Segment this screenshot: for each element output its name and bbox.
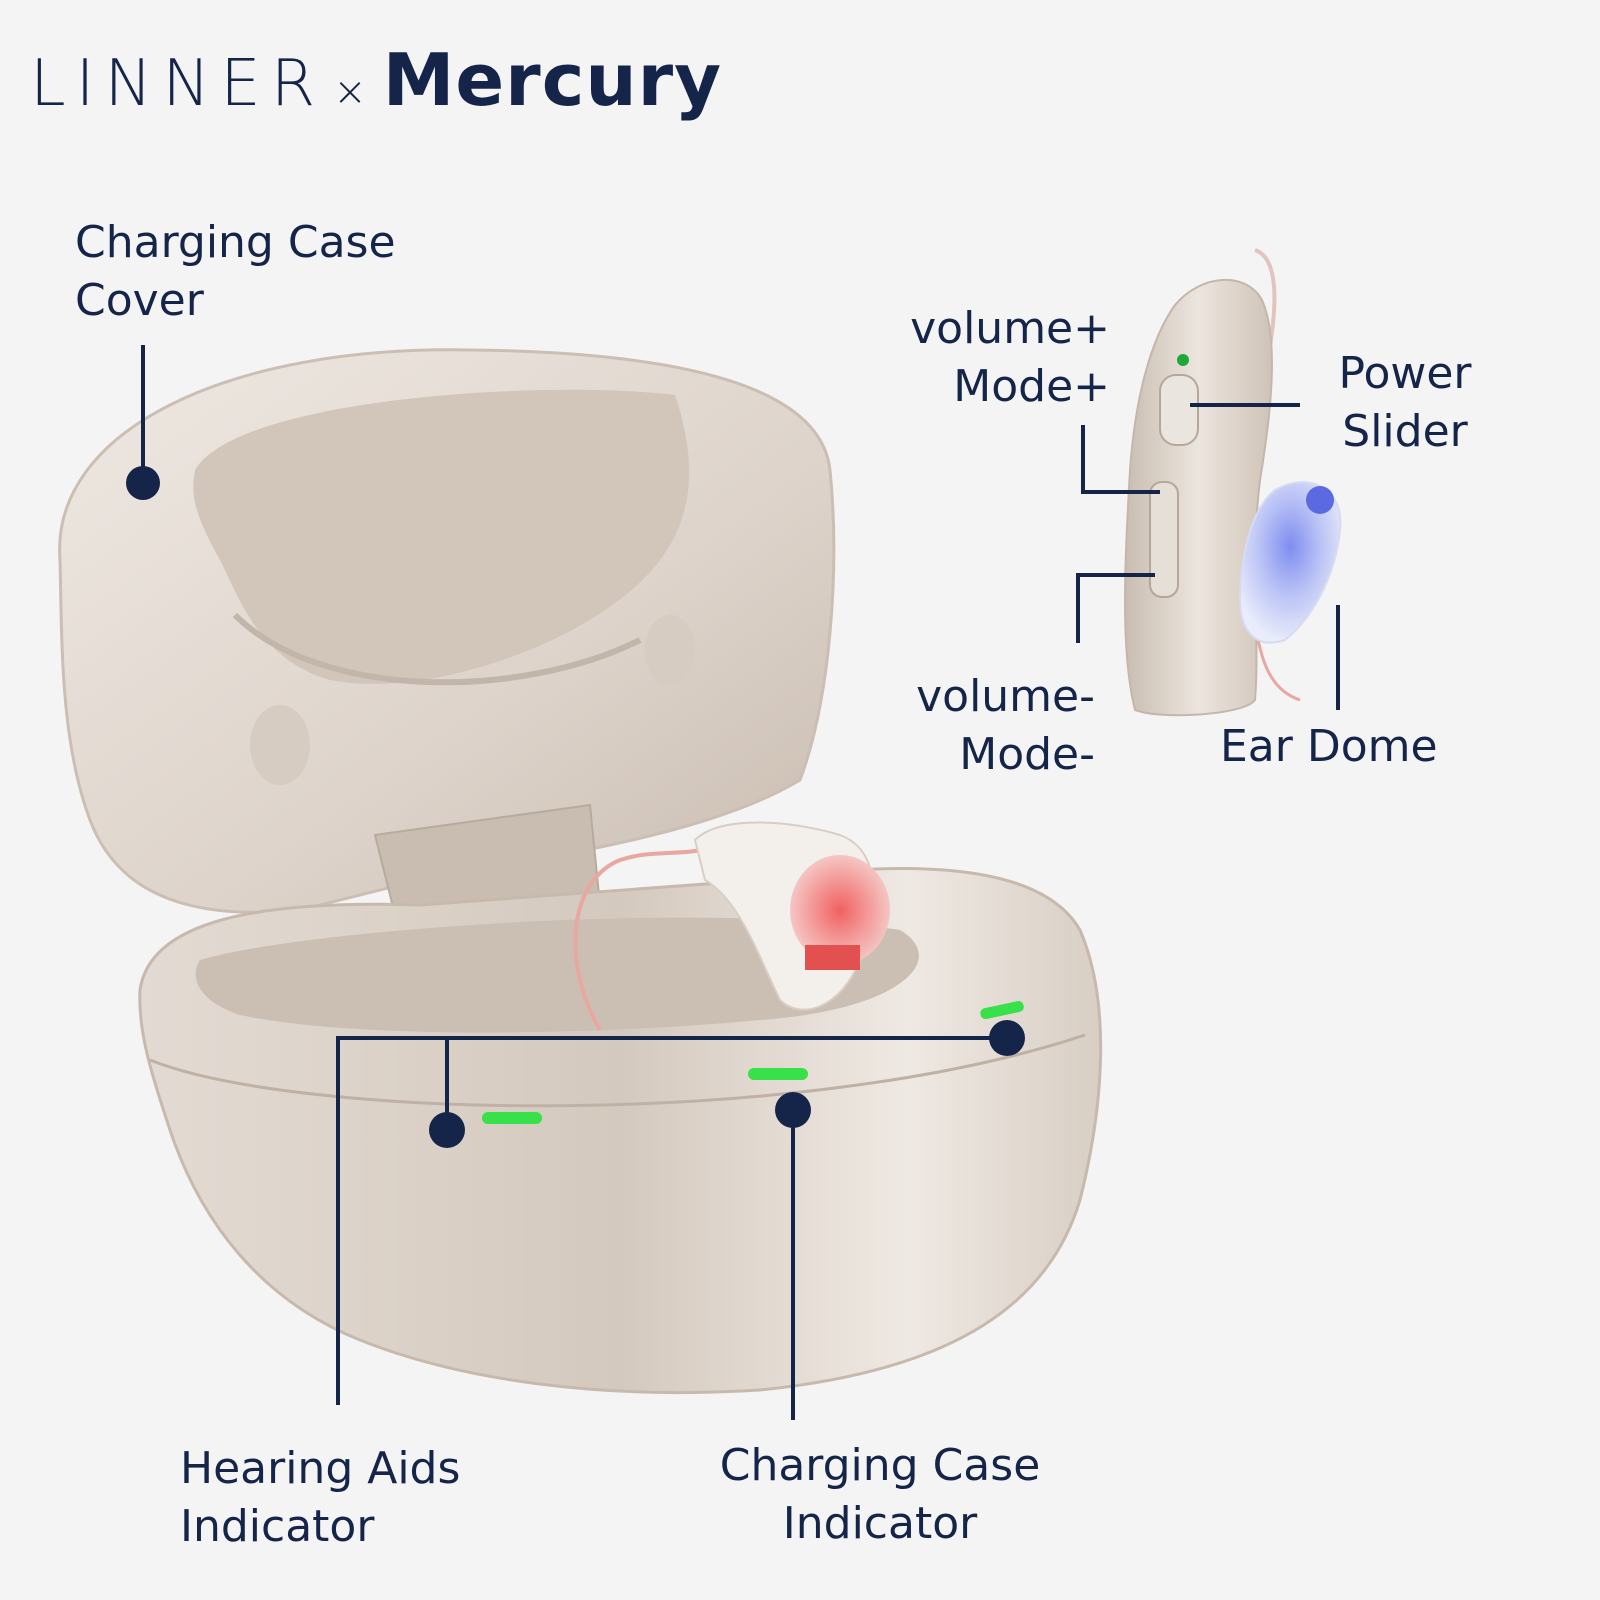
callout-dot-case-cover — [126, 466, 160, 500]
callout-lines — [141, 345, 1340, 1420]
brand-mercury: Mercury — [382, 38, 723, 122]
label-line: volume- — [916, 671, 1095, 722]
label-line: Indicator — [782, 1498, 978, 1549]
label-hearing-aids-indicator: Hearing Aids Indicator — [180, 1440, 460, 1556]
brand-linner: LINNER — [30, 47, 326, 121]
label-charging-case-indicator: Charging Case Indicator — [690, 1437, 1070, 1553]
label-ear-dome: Ear Dome — [1220, 718, 1438, 776]
case-base — [138, 866, 1103, 1395]
indicator-light-mid — [748, 1068, 808, 1080]
label-line: Mode- — [959, 729, 1095, 780]
label-line: Hearing Aids — [180, 1443, 461, 1494]
brand-logo: LINNER × Mercury — [30, 38, 722, 122]
indicator-light-right — [980, 1001, 1024, 1020]
label-line: Power — [1338, 348, 1472, 399]
label-line: Slider — [1342, 406, 1468, 457]
callout-dot-case-indicator-right — [989, 1020, 1025, 1056]
hearing-aid-detail — [1124, 248, 1342, 717]
label-volume-minus-mode-minus: volume- Mode- — [830, 668, 1095, 784]
ear-dome-shape — [1238, 481, 1342, 644]
label-line: Charging Case — [75, 217, 396, 268]
volume-rocker-button[interactable] — [1149, 481, 1179, 598]
label-power-slider: Power Slider — [1300, 345, 1510, 461]
label-volume-plus-mode-plus: volume+ Mode+ — [840, 300, 1110, 416]
led-green-dot — [1177, 354, 1189, 366]
label-line: Charging Case — [719, 1440, 1041, 1491]
callout-dot-hearing-aids-indicator — [429, 1112, 465, 1148]
label-charging-case-cover: Charging Case Cover — [75, 214, 396, 330]
power-slider-button[interactable] — [1159, 374, 1199, 446]
label-line: volume+ — [910, 303, 1110, 354]
label-line: Cover — [75, 275, 204, 326]
callout-dot-case-indicator — [775, 1092, 811, 1128]
label-line: Ear Dome — [1220, 721, 1438, 772]
label-line: Mode+ — [953, 361, 1110, 412]
indicator-light-left — [482, 1112, 542, 1124]
label-line: Indicator — [180, 1501, 375, 1552]
hearing-aid-in-case — [573, 821, 890, 1031]
brand-separator: × — [333, 69, 367, 115]
case-lid — [58, 348, 836, 914]
